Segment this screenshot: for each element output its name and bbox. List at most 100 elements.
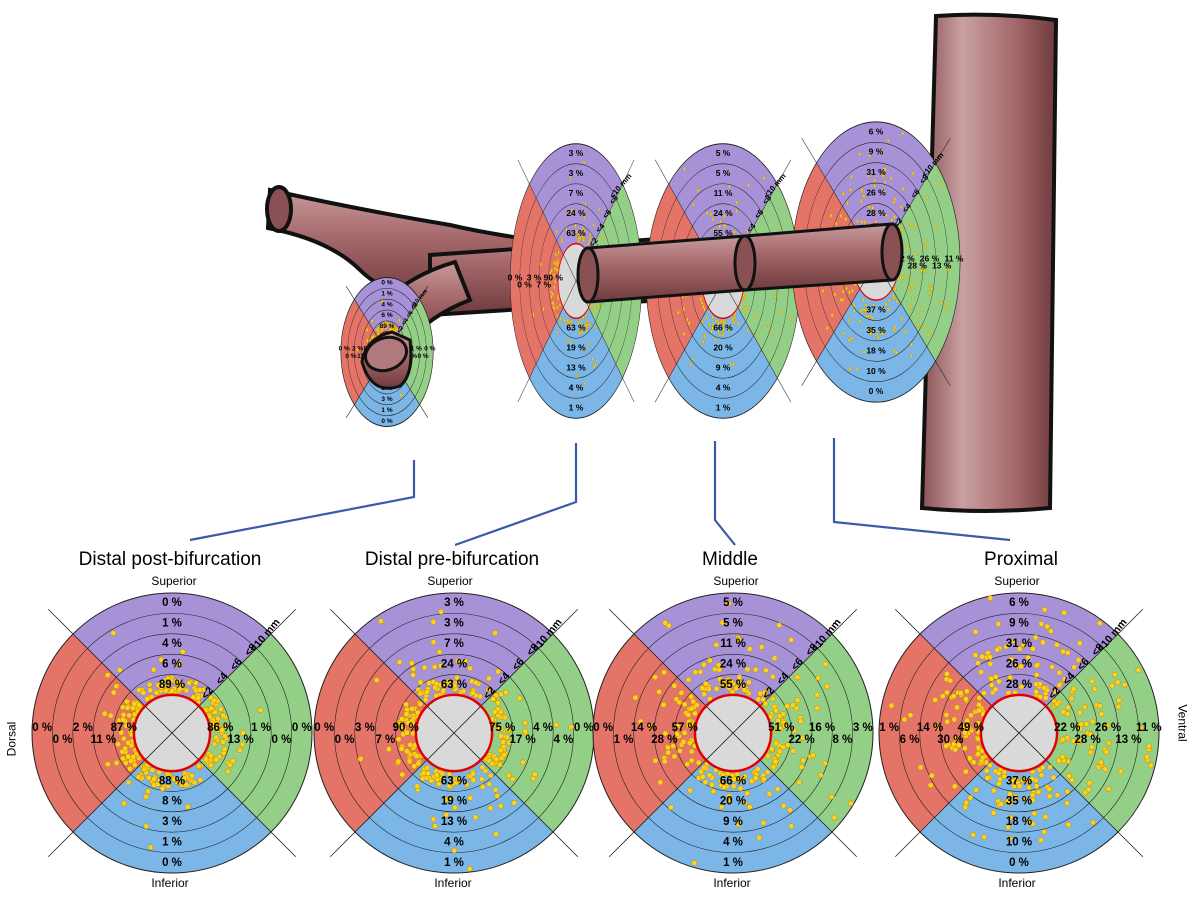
data-point xyxy=(726,793,733,799)
data-point xyxy=(900,317,903,322)
data-point xyxy=(150,666,157,673)
superior-pct-label: 3 % xyxy=(444,618,464,630)
data-point xyxy=(963,799,970,806)
data-point xyxy=(221,746,228,753)
data-point xyxy=(967,794,974,801)
data-point xyxy=(850,336,854,341)
data-point xyxy=(356,347,359,352)
data-point xyxy=(732,362,735,367)
data-point xyxy=(821,288,825,293)
data-point xyxy=(143,823,150,830)
data-point xyxy=(410,666,417,672)
data-point xyxy=(1011,783,1018,790)
data-point xyxy=(554,266,557,271)
data-point xyxy=(556,261,559,266)
data-point xyxy=(398,745,405,752)
data-point xyxy=(686,740,693,746)
data-point xyxy=(721,680,728,687)
data-point xyxy=(911,263,915,268)
data-point xyxy=(171,776,178,782)
data-point xyxy=(697,669,704,675)
data-point xyxy=(773,707,779,714)
data-point xyxy=(729,361,732,366)
data-point xyxy=(652,757,659,764)
data-point xyxy=(1007,791,1013,797)
data-point xyxy=(1105,785,1112,792)
data-point xyxy=(1060,648,1066,655)
data-point xyxy=(796,779,803,786)
ring-5 xyxy=(878,592,1160,874)
data-point xyxy=(715,662,722,669)
data-point xyxy=(1038,772,1045,779)
connector-lines xyxy=(189,438,1011,547)
data-point xyxy=(692,710,698,717)
ring-3 xyxy=(354,298,420,406)
data-point xyxy=(505,726,512,733)
data-point xyxy=(381,299,384,304)
data-point xyxy=(1061,676,1068,683)
data-point xyxy=(923,324,927,329)
data-point xyxy=(577,238,580,243)
data-point xyxy=(850,175,853,180)
ventral-quadrant xyxy=(733,634,873,832)
data-point xyxy=(781,722,788,729)
data-point xyxy=(1089,718,1096,725)
data-point xyxy=(1105,740,1112,746)
ventral-pct-label: 13 % xyxy=(932,260,952,270)
polar-chart-1: 89 %88 %87 %86 %6 %8 %11 %13 %4 %3 %2 %1… xyxy=(31,592,313,874)
data-point xyxy=(155,682,162,689)
data-point xyxy=(495,699,501,706)
data-point xyxy=(775,717,781,724)
data-point xyxy=(973,787,980,793)
data-point xyxy=(119,704,126,711)
data-point xyxy=(207,762,214,768)
data-point xyxy=(917,322,920,327)
data-point xyxy=(976,707,983,714)
data-point xyxy=(411,763,418,770)
data-point xyxy=(1033,689,1040,695)
artery-cut-3 xyxy=(880,222,904,282)
dorsal-pct-label: 0 % xyxy=(345,353,356,360)
data-point xyxy=(886,138,890,143)
data-point xyxy=(1121,681,1128,688)
data-point xyxy=(462,658,468,665)
data-point xyxy=(713,686,720,692)
inferior-quadrant xyxy=(634,733,832,873)
data-point xyxy=(479,764,486,771)
data-point xyxy=(165,675,172,682)
data-point xyxy=(575,229,578,234)
data-point xyxy=(397,721,403,728)
data-point xyxy=(709,781,715,788)
data-point xyxy=(860,188,864,193)
data-point xyxy=(1087,749,1094,756)
ring-3 xyxy=(633,633,833,833)
data-point xyxy=(498,691,504,698)
ring-scale-label: <4 xyxy=(401,317,410,327)
data-point xyxy=(990,810,997,816)
data-point xyxy=(1115,703,1122,710)
data-point xyxy=(370,318,374,324)
data-point xyxy=(662,730,669,737)
ventral-pct-label: 26 % xyxy=(1095,722,1121,734)
data-point xyxy=(770,764,777,770)
data-point xyxy=(118,729,125,736)
data-point xyxy=(981,834,988,841)
data-point xyxy=(913,284,917,289)
data-point xyxy=(101,710,108,717)
data-point xyxy=(396,659,403,666)
data-point xyxy=(593,364,596,369)
data-point xyxy=(1031,810,1038,817)
data-point xyxy=(702,779,709,785)
data-point xyxy=(1147,762,1154,769)
data-point xyxy=(503,689,509,696)
data-point xyxy=(587,242,590,247)
ventral-pct-label: 1 % xyxy=(411,346,422,353)
data-point xyxy=(410,672,416,678)
data-point xyxy=(1070,686,1077,693)
data-point xyxy=(1071,664,1077,671)
data-point xyxy=(950,693,957,699)
data-point xyxy=(1035,789,1042,795)
data-point xyxy=(179,648,186,655)
data-point xyxy=(177,685,183,692)
superior-pct-label: 24 % xyxy=(720,658,746,670)
